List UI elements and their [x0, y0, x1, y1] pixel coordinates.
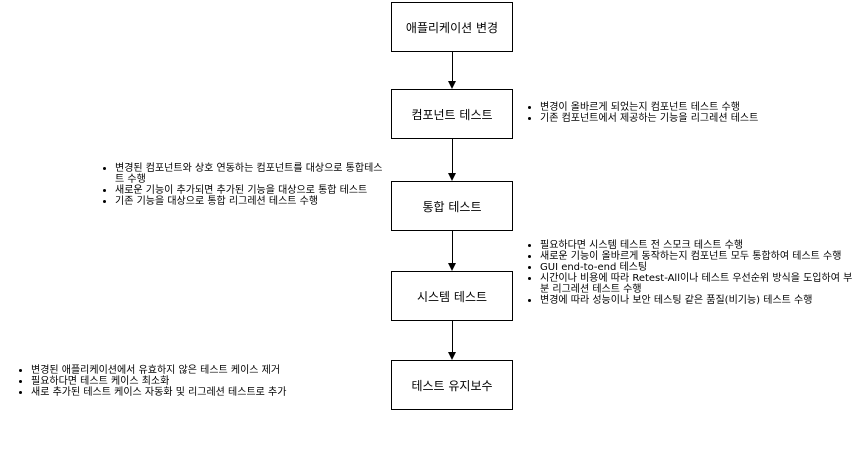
component-test-notes: 변경이 올바르게 되었는지 컴포넌트 테스트 수행 기존 컴포넌트에서 제공하는…: [522, 102, 860, 124]
step-system-test: 시스템 테스트: [391, 271, 513, 321]
list-item: 변경된 컴포넌트와 상호 연동하는 컴포넌트를 대상으로 통합테스트 수행: [115, 163, 387, 185]
step-label: 컴포넌트 테스트: [411, 107, 493, 122]
arrow-head: [448, 263, 456, 271]
arrow-head: [448, 173, 456, 181]
step-label: 시스템 테스트: [416, 289, 488, 304]
step-integration-test: 통합 테스트: [391, 181, 513, 231]
list-item: 새로운 기능이 올바르게 동작하는지 컴포넌트 모두 통합하여 테스트 수행: [540, 251, 860, 262]
step-application-change: 애플리케이션 변경: [391, 2, 513, 52]
system-test-notes: 필요하다면 시스템 테스트 전 스모크 테스트 수행 새로운 기능이 올바르게 …: [522, 240, 860, 306]
list-item: 필요하다면 시스템 테스트 전 스모크 테스트 수행: [540, 240, 860, 251]
arrow-line: [452, 139, 453, 173]
arrow-line: [452, 52, 453, 81]
list-item: GUI end-to-end 테스팅: [540, 262, 860, 273]
integration-test-notes: 변경된 컴포넌트와 상호 연동하는 컴포넌트를 대상으로 통합테스트 수행 새로…: [97, 163, 387, 207]
list-item: 새로운 기능이 추가되면 추가된 기능을 대상으로 통합 테스트: [115, 185, 387, 196]
arrow-head: [448, 352, 456, 360]
arrow-head: [448, 81, 456, 89]
step-test-maintenance: 테스트 유지보수: [391, 360, 513, 410]
test-maintenance-notes: 변경된 애플리케이션에서 유효하지 않은 테스트 케이스 제거 필요하다면 테스…: [13, 365, 401, 398]
list-item: 변경이 올바르게 되었는지 컴포넌트 테스트 수행: [540, 102, 860, 113]
list-item: 기존 기능을 대상으로 통합 리그레션 테스트 수행: [115, 196, 387, 207]
step-component-test: 컴포넌트 테스트: [391, 89, 513, 139]
arrow-line: [452, 231, 453, 263]
list-item: 변경된 애플리케이션에서 유효하지 않은 테스트 케이스 제거: [31, 365, 401, 376]
step-label: 통합 테스트: [422, 199, 482, 214]
list-item: 시간이나 비용에 따라 Retest-All이나 테스트 우선순위 방식을 도입…: [540, 273, 860, 295]
list-item: 기존 컴포넌트에서 제공하는 기능을 리그레션 테스트: [540, 113, 860, 124]
list-item: 변경에 따라 성능이나 보안 테스팅 같은 품질(비기능) 테스트 수행: [540, 295, 860, 306]
list-item: 필요하다면 테스트 케이스 최소화: [31, 376, 401, 387]
list-item: 새로 추가된 테스트 케이스 자동화 및 리그레션 테스트로 추가: [31, 387, 401, 398]
arrow-line: [452, 321, 453, 352]
step-label: 테스트 유지보수: [411, 378, 493, 393]
step-label: 애플리케이션 변경: [405, 20, 499, 35]
